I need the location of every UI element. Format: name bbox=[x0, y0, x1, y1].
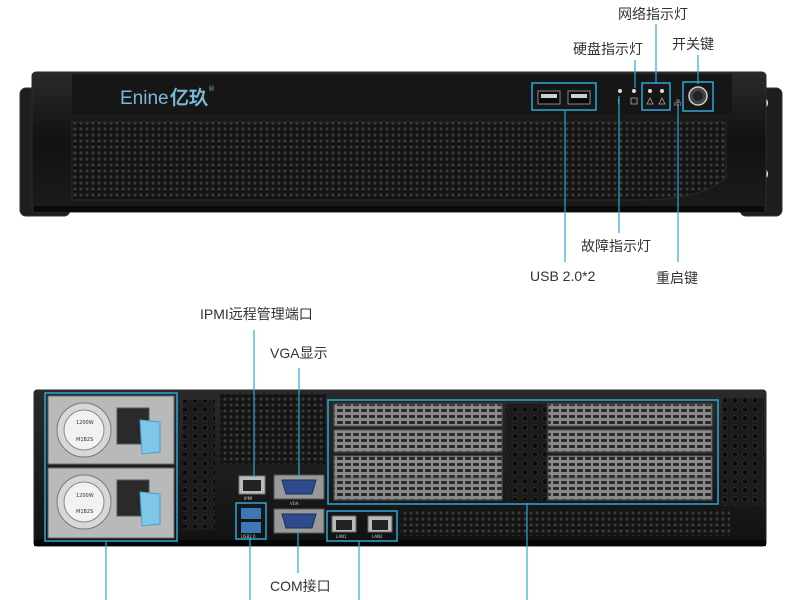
svg-text:M1B2S: M1B2S bbox=[76, 509, 93, 515]
svg-text:LAN2: LAN2 bbox=[372, 534, 383, 539]
label-power-switch: 开关键 bbox=[672, 36, 714, 52]
svg-text:LAN1: LAN1 bbox=[336, 534, 347, 539]
vga-port: VGA bbox=[273, 474, 325, 506]
front-chassis: Enine 亿玖 ® ! RST bbox=[19, 71, 783, 217]
svg-text:USB2.0: USB2.0 bbox=[241, 534, 256, 539]
svg-text:IPMI: IPMI bbox=[244, 496, 252, 501]
front-callout-lines bbox=[564, 24, 699, 262]
rear-chassis: 1200W M1B2S 1200W M1B2S IPMI bbox=[33, 389, 767, 547]
hdd-led bbox=[630, 89, 638, 105]
rear-callout-lines bbox=[105, 330, 528, 600]
rear-usb-ports: USB2.0 bbox=[235, 502, 267, 540]
label-hdd-led: 硬盘指示灯 bbox=[573, 41, 643, 57]
brand-logo: Enine 亿玖 ® bbox=[120, 85, 215, 109]
label-reset: 重启键 bbox=[656, 270, 698, 286]
front-vent bbox=[71, 121, 727, 201]
expansion-slots bbox=[327, 399, 719, 505]
ipmi-port: IPMI bbox=[238, 475, 266, 501]
label-network-led: 网络指示灯 bbox=[618, 6, 688, 22]
svg-text:M1B2S: M1B2S bbox=[76, 437, 93, 443]
lan-ports: LAN1 LAN2 bbox=[326, 510, 398, 542]
brand-cn: 亿玖 bbox=[170, 86, 209, 109]
svg-text:VGA: VGA bbox=[290, 501, 299, 506]
com-port bbox=[273, 508, 325, 534]
brand-text: Enine bbox=[120, 88, 169, 109]
label-fault-led: 故障指示灯 bbox=[581, 238, 651, 254]
psu-1: 1200W M1B2S bbox=[47, 395, 175, 465]
psu-highlight bbox=[44, 392, 178, 542]
label-usb: USB 2.0*2 bbox=[530, 268, 596, 284]
svg-text:1200W: 1200W bbox=[76, 420, 94, 426]
brand-registered: ® bbox=[208, 85, 215, 93]
psu-2: 1200W M1B2S bbox=[47, 467, 175, 539]
label-vga: VGA显示 bbox=[270, 345, 328, 361]
front-usb-ports bbox=[531, 82, 597, 111]
svg-text:1200W: 1200W bbox=[76, 493, 94, 499]
label-com: COM接口 bbox=[270, 578, 331, 594]
label-ipmi: IPMI远程管理端口 bbox=[200, 306, 313, 322]
